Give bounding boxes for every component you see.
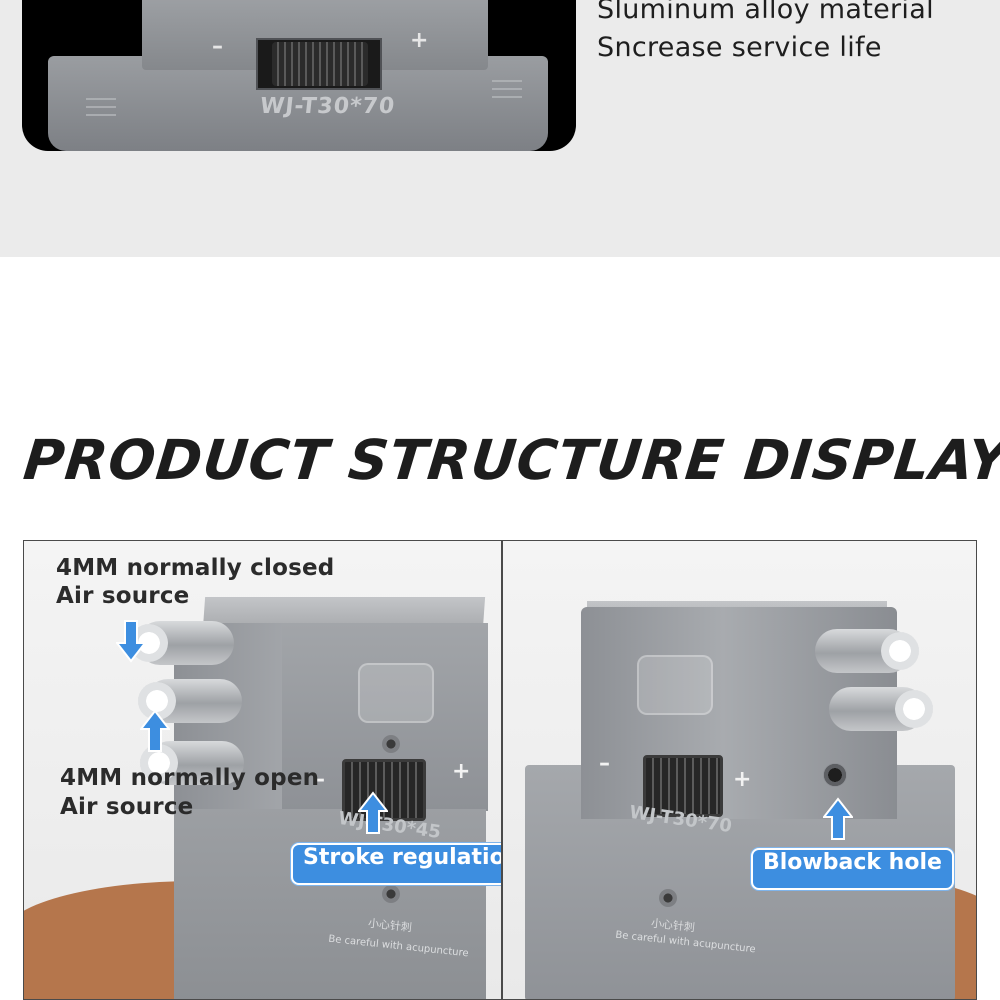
minus-sign: – [314, 767, 325, 792]
label-normally-open: 4MM normally open [60, 765, 320, 791]
minus-sign: – [599, 751, 610, 776]
label-normally-closed: 4MM normally closed [56, 555, 335, 581]
screw-icon [382, 885, 400, 903]
right-product-panel: – + WJ-T30*70 小心针刺 Be careful with acupu… [502, 540, 977, 1000]
feature-text: Sncrease service life [597, 32, 882, 63]
air-fitting-open [138, 679, 242, 723]
label-normally-closed-source: Air source [56, 583, 190, 609]
up-arrow-icon [358, 791, 388, 835]
top-banner: – + WJ-T30*70 Sluminum alloy material Sn… [0, 0, 1000, 257]
plus-sign: + [452, 759, 471, 784]
minus-sign: – [212, 34, 223, 59]
up-arrow-icon [140, 709, 170, 753]
air-fitting-closed [130, 621, 234, 665]
plus-sign: + [733, 767, 752, 792]
screw-icon [382, 735, 400, 753]
blowback-hole-callout: Blowback hole [751, 848, 954, 890]
feature-text: Sluminum alloy material [597, 0, 934, 25]
top-product-photo: – + WJ-T30*70 [22, 0, 576, 151]
plus-sign: + [410, 28, 429, 53]
stroke-regulation-callout: Stroke regulation [291, 843, 501, 885]
blowback-hole [823, 763, 847, 787]
section-title: PRODUCT STRUCTURE DISPLAY [20, 428, 1000, 492]
screw-icon [659, 889, 677, 907]
label-normally-open-source: Air source [60, 794, 194, 820]
left-product-panel: – + WJ-T30*45 小心针刺 Be careful with acupu… [23, 540, 502, 1000]
engraved-marks [86, 92, 116, 122]
air-fitting [815, 629, 911, 673]
model-engraving: WJ-T30*70 [258, 94, 397, 119]
brand-logo [358, 663, 434, 723]
engraved-marks [492, 74, 522, 104]
stroke-adjust-knob [643, 755, 723, 817]
brand-logo [637, 655, 713, 715]
down-arrow-icon [116, 619, 146, 663]
air-fitting [829, 687, 925, 731]
device-base [174, 809, 486, 999]
adjust-knob-icon [272, 42, 368, 86]
up-arrow-icon [823, 797, 853, 841]
